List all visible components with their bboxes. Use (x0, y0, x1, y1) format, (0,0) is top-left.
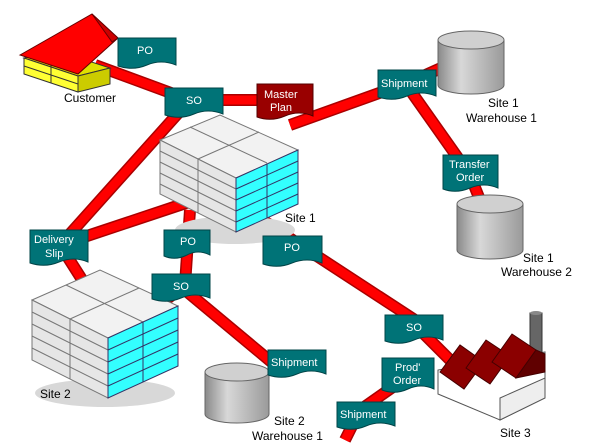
prod-order-label-line2: Order (393, 375, 421, 387)
master-plan-label-line2: Plan (270, 102, 292, 114)
document-so-site2: SO (151, 273, 211, 302)
master-plan-label-line1: Master (264, 89, 298, 101)
factory-icon (437, 311, 546, 421)
document-po-customer: PO (117, 37, 177, 69)
document-label: PO (284, 242, 300, 254)
document-label: SO (406, 322, 422, 334)
site1-building-icon (158, 114, 300, 244)
document-shipment-site2: Shipment (267, 349, 327, 378)
document-label: PO (137, 45, 153, 57)
document-label: PO (180, 236, 196, 248)
site1-warehouse1-label-line1: Site 1 (488, 96, 519, 110)
site1-warehouse2-label-line1: Site 1 (523, 251, 554, 265)
document-so-customer: SO (164, 87, 224, 118)
document-label: Shipment (271, 357, 317, 369)
site2-building-icon (30, 269, 180, 407)
transfer-order-label-line2: Order (456, 172, 484, 184)
prod-order-label-line1: Prod' (395, 362, 420, 374)
site1-warehouse2-label-line2: Warehouse 2 (501, 265, 572, 279)
document-label: SO (173, 281, 189, 293)
document-shipment-site3: Shipment (336, 401, 396, 430)
site3-label: Site 3 (500, 426, 531, 440)
site1-warehouse1-label-line2: Warehouse 1 (466, 111, 537, 125)
customer-label: Customer (64, 91, 116, 105)
document-label: Shipment (340, 409, 386, 421)
warehouse-cylinder-icon (204, 362, 270, 424)
warehouse-cylinder-icon (456, 194, 524, 260)
warehouse-cylinder-icon (437, 30, 505, 95)
site2-label: Site 2 (40, 387, 71, 401)
customer-house-icon (18, 13, 119, 93)
document-shipment-site1: Shipment (377, 69, 437, 100)
delivery-slip-label-line2: Slip (45, 248, 63, 260)
transfer-order-label-line1: Transfer (449, 159, 490, 171)
site2-warehouse1-label-line2: Warehouse 1 (252, 429, 323, 443)
document-transfer-order: Transfer Order (442, 154, 499, 192)
document-po-site2: PO (163, 229, 211, 259)
master-plan-box: Master Plan (256, 83, 314, 120)
document-so-site3: SO (384, 314, 444, 344)
site1-label: Site 1 (285, 211, 316, 225)
document-po-site3: PO (262, 235, 323, 267)
delivery-slip-label-line1: Delivery (34, 234, 74, 246)
document-prod-order: Prod' Order (381, 357, 435, 393)
document-label: SO (186, 95, 202, 107)
document-delivery-slip: Delivery Slip (29, 229, 89, 266)
site2-warehouse1-label-line1: Site 2 (274, 414, 305, 428)
document-label: Shipment (381, 78, 427, 90)
